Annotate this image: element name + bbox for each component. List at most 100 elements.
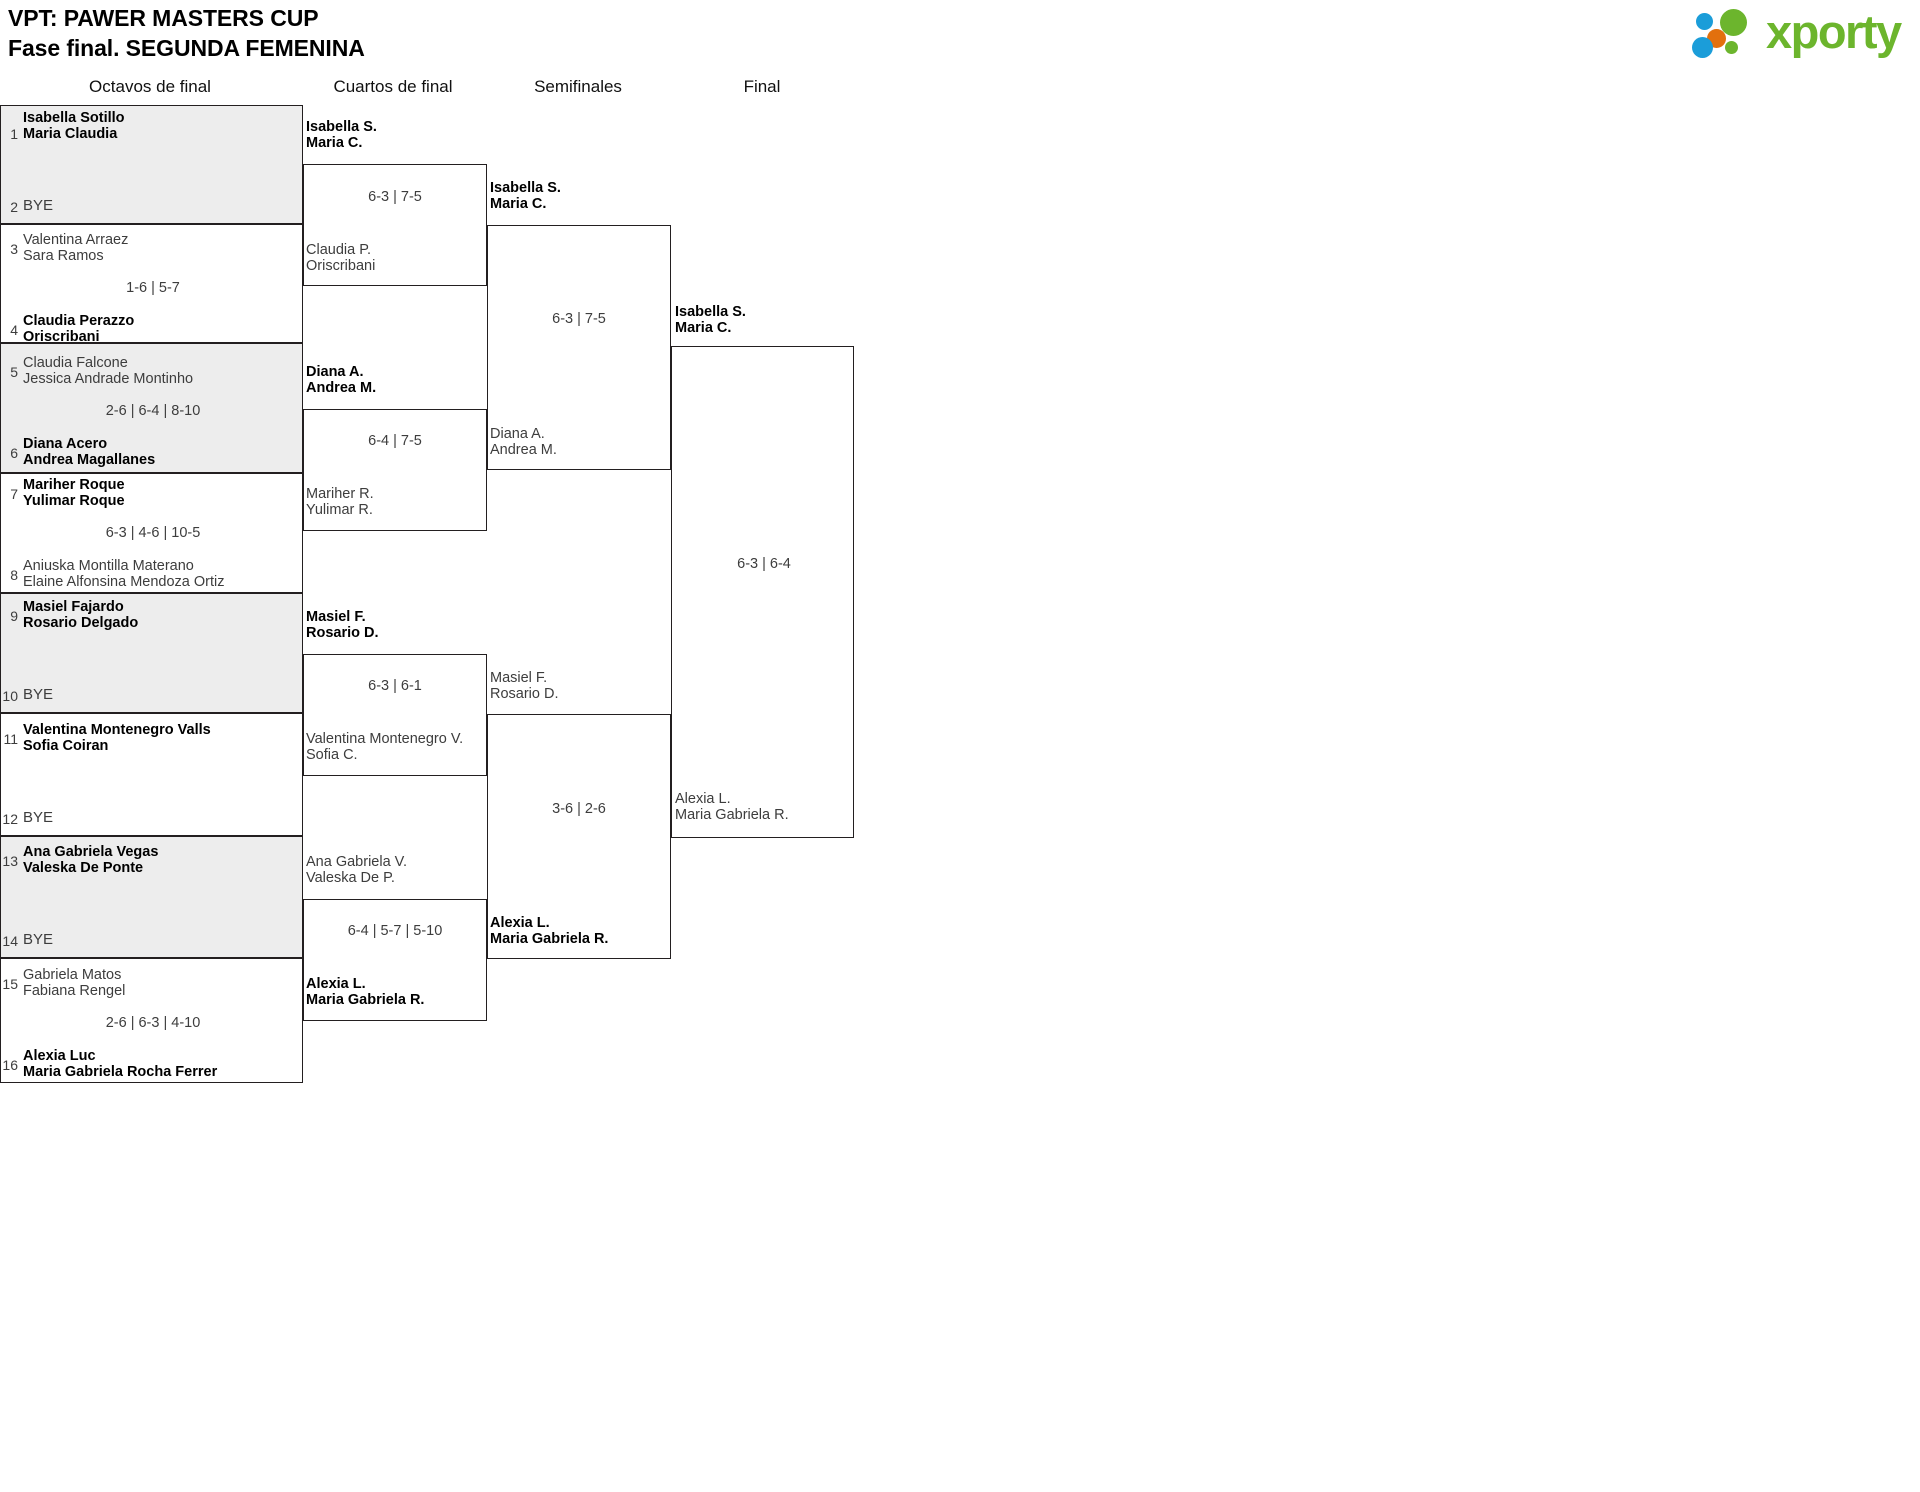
match-box[interactable] [0,224,303,343]
match-box[interactable] [0,713,303,836]
match-box[interactable] [303,164,487,286]
team-names: Isabella Sotillo Maria Claudia [23,110,125,142]
match-score: 6-3 | 7-5 [368,189,422,205]
match-box[interactable] [0,343,303,473]
team-names: BYE [23,686,54,704]
match-score: 6-4 | 7-5 [368,433,422,449]
round-header-cuartos: Cuartos de final [333,77,453,96]
team-names: Isabella S. Maria C. [490,180,561,212]
team-names: Mariher R. Yulimar R. [306,486,374,518]
player-name: Andrea M. [306,380,377,397]
match-score: 2-6 | 6-3 | 4-10 [105,1015,201,1031]
tournament-name: VPT: PAWER MASTERS CUP [8,5,319,31]
player-name: Yulimar R. [306,502,373,519]
team-names: Valentina Montenegro V. Sofia C. [306,731,463,763]
match-box[interactable] [487,225,671,470]
round-header-octavos: Octavos de final [89,77,211,96]
team-names: Isabella S. Maria C. [675,304,746,336]
team-names: Alexia Luc Maria Gabriela Rocha Ferrer [23,1048,217,1080]
team-names: Diana Acero Andrea Magallanes [23,436,155,468]
match-box[interactable] [0,836,303,958]
seed-number: 3 [10,241,18,257]
team-names: Claudia Perazzo Oriscribani [23,313,134,345]
player-name: Isabella S. [490,180,561,196]
tournament-phase: Fase final. SEGUNDA FEMENINA [8,35,365,62]
match-score: 3-6 | 2-6 [552,801,606,817]
team-names: Masiel F. Rosario D. [306,609,379,641]
match-score: 6-4 | 5-7 | 5-10 [347,923,443,939]
player-name: Isabella S. [306,119,377,135]
player-name: Mariher R. [306,486,374,502]
player-name: Valentina Arraez [23,232,129,248]
player-name: Valentina Montenegro V. [306,731,464,747]
seed-number: 4 [10,322,18,338]
player-name: Ana Gabriela Vegas [23,844,159,860]
team-names: Diana A. Andrea M. [306,364,376,396]
player-name: Claudia P. [306,242,372,258]
seed-number: 10 [2,688,18,704]
bye-label: BYE [23,809,54,826]
player-name: Valeska De Ponte [23,860,144,877]
team-names: Claudia P. Oriscribani [306,242,375,274]
player-name: Maria Gabriela R. [490,931,609,948]
player-name: Maria C. [306,135,363,152]
seed-number: 12 [2,811,18,827]
match-box[interactable] [0,593,303,713]
player-name: Maria C. [490,196,547,213]
match-box[interactable] [487,714,671,959]
player-name: Diana A. [306,364,364,380]
team-names: Ana Gabriela Vegas Valeska De Ponte [23,844,158,876]
player-name: Mariher Roque [23,477,125,493]
seed-number: 8 [10,567,18,583]
player-name: Claudia Perazzo [23,313,135,329]
player-name: Gabriela Matos [23,967,122,983]
player-name: Maria C. [675,320,732,337]
match-box[interactable] [671,346,854,838]
player-name: Oriscribani [306,258,376,275]
match-score: 6-3 | 4-6 | 10-5 [105,525,201,541]
seed-number: 14 [2,933,18,949]
player-name: Rosario D. [306,625,379,642]
team-names: Masiel Fajardo Rosario Delgado [23,599,138,631]
team-names: BYE [23,931,53,949]
team-names: Claudia Falcone Jessica Andrade Montinho [23,355,193,387]
logo-dots-icon [1692,9,1770,58]
player-name: Maria Gabriela Rocha Ferrer [23,1064,218,1081]
player-name: Yulimar Roque [23,493,125,510]
match-box[interactable] [303,899,487,1021]
match-box[interactable] [0,105,303,224]
seed-number: 2 [10,199,18,215]
team-names: Alexia L. Maria Gabriela R. [675,791,789,823]
player-name: Alexia Luc [23,1048,96,1064]
team-names: Alexia L. Maria Gabriela R. [490,915,608,947]
player-name: Valeska De P. [306,870,395,887]
player-name: Masiel F. [490,670,548,686]
match-box[interactable] [303,654,487,776]
team-names: Mariher Roque Yulimar Roque [23,477,125,509]
player-name: Alexia L. [490,915,550,931]
team-names: Valentina Arraez Sara Ramos [23,232,128,264]
round-header-semifinales: Semifinales [534,77,622,96]
match-score: 6-3 | 7-5 [552,311,606,327]
player-name: Andrea Magallanes [23,452,156,469]
player-name: Sofia Coiran [23,738,109,755]
seed-number: 16 [2,1057,18,1073]
player-name: Masiel F. [306,609,366,625]
team-names: BYE [23,197,54,215]
team-names: Masiel F. Rosario D. [490,670,559,702]
player-name: Claudia Falcone [23,355,128,371]
team-names: Alexia L. Maria Gabriela R. [306,976,424,1008]
match-box[interactable] [303,409,487,531]
match-box[interactable] [0,958,303,1083]
player-name: Rosario Delgado [23,615,139,632]
player-name: Isabella Sotillo [23,110,125,126]
bye-label: BYE [23,197,54,214]
team-names: Aniuska Montilla Materano Elaine Alfonsi… [23,558,225,590]
match-box[interactable] [0,473,303,593]
bye-label: BYE [23,686,54,703]
player-name: Oriscribani [23,329,100,346]
team-names: Ana Gabriela V. Valeska De P. [306,854,407,886]
xporty-logo: xporty [1692,5,1912,59]
seed-number: 6 [10,445,18,461]
